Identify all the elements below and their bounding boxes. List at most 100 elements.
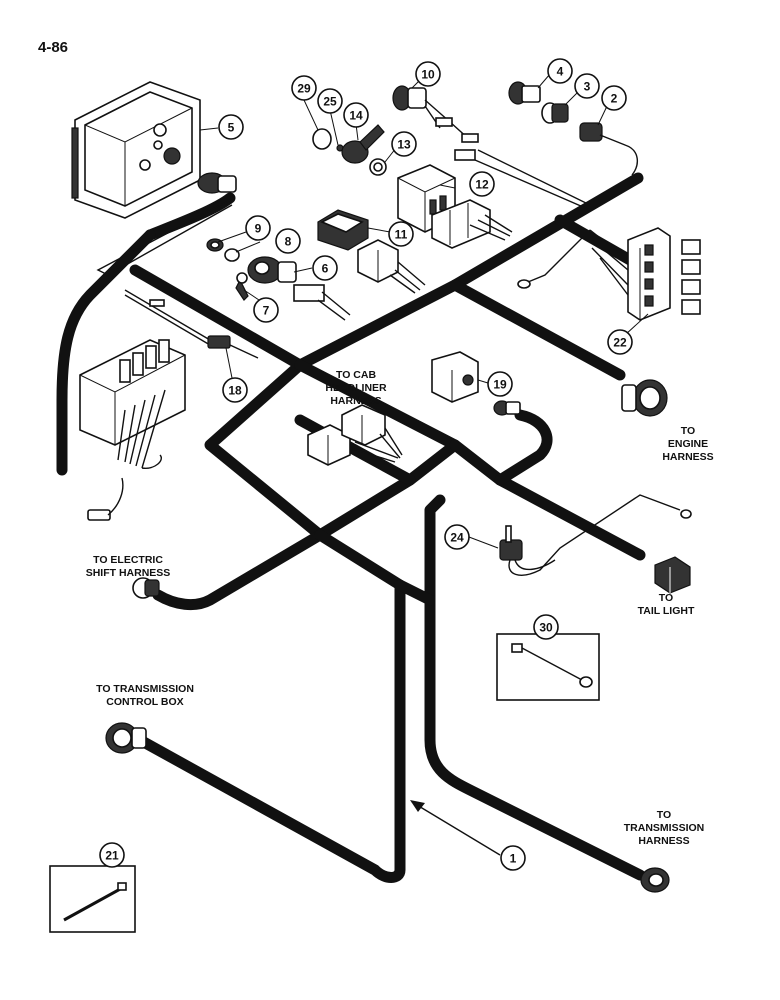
connector-22 [493, 400, 521, 416]
callout-19: 29 [291, 75, 317, 101]
svg-text:30: 30 [539, 621, 553, 635]
svg-text:CONTROL BOX: CONTROL BOX [106, 696, 183, 708]
svg-text:TAIL LIGHT: TAIL LIGHT [638, 605, 695, 617]
svg-text:24: 24 [450, 531, 464, 545]
callouts: 5 2 3 4 10 29 25 14 13 12 11 9 8 6 7 18 … [99, 58, 633, 871]
callout-21: 18 [222, 377, 248, 403]
callout-9: 9 [245, 215, 271, 241]
svg-text:10: 10 [421, 68, 435, 82]
connector-2 [579, 122, 638, 176]
cluster-cable [96, 199, 233, 276]
svg-text:SHIFT HARNESS: SHIFT HARNESS [86, 567, 171, 579]
svg-text:HEADLINER: HEADLINER [325, 382, 387, 394]
svg-text:22: 22 [613, 336, 627, 350]
callout-4: 4 [547, 58, 573, 84]
callout-18: 25 [317, 88, 343, 114]
label-electric-shift: TO ELECTRIC SHIFT HARNESS [86, 554, 171, 579]
label-transmission-harness: TO TRANSMISSION HARNESS [624, 809, 705, 847]
callout-1: 1 [500, 845, 526, 871]
transmission-control-connector [105, 722, 147, 754]
svg-text:HARNESS: HARNESS [638, 835, 689, 847]
svg-text:TO TRANSMISSION: TO TRANSMISSION [96, 683, 194, 695]
lamp-socket-10 [392, 85, 479, 161]
ignition-switch-6 [247, 256, 351, 321]
svg-text:6: 6 [322, 262, 329, 276]
callout-10: 10 [415, 61, 441, 87]
svg-text:13: 13 [397, 138, 411, 152]
svg-text:18: 18 [228, 384, 242, 398]
fuse-block [79, 339, 186, 469]
callout-12: 12 [469, 171, 495, 197]
key-7 [235, 272, 249, 301]
callout-3: 3 [574, 73, 600, 99]
svg-text:TO: TO [657, 809, 671, 821]
toggle-switch-29 [499, 494, 692, 576]
svg-text:TO: TO [681, 425, 695, 437]
svg-text:TRANSMISSION: TRANSMISSION [624, 822, 705, 834]
callout-25: 22 [607, 329, 633, 355]
leads-to-trunk [474, 149, 591, 211]
callout-13: 13 [391, 131, 417, 157]
svg-text:2: 2 [611, 92, 618, 106]
cable-tie-box-24 [49, 865, 136, 933]
electric-shift-connector [132, 577, 160, 599]
connector-block-12 [431, 199, 513, 249]
svg-text:7: 7 [263, 304, 270, 318]
svg-text:21: 21 [105, 849, 119, 863]
svg-text:5: 5 [228, 121, 235, 135]
cluster-connector [197, 172, 237, 194]
instrument-cluster-5 [71, 81, 201, 219]
svg-text:ENGINE: ENGINE [668, 438, 708, 450]
callout-29: 24 [444, 524, 470, 550]
relay-panel-25 [589, 227, 701, 321]
callout-7: 7 [253, 297, 279, 323]
buzzer-22 [431, 351, 479, 403]
ground-terminal [517, 279, 531, 289]
svg-text:HARNESS: HARNESS [662, 451, 713, 463]
svg-text:25: 25 [323, 95, 337, 109]
main-harness [56, 172, 646, 883]
svg-text:TO ELECTRIC: TO ELECTRIC [93, 554, 163, 566]
knob-14 [341, 124, 385, 164]
label-cab-headliner: TO CAB HEADLINER HARNESS [325, 369, 387, 407]
svg-text:19: 19 [493, 378, 507, 392]
svg-text:TO CAB: TO CAB [336, 369, 376, 381]
engine-connector [621, 379, 668, 417]
transmission-harness-connector [640, 867, 670, 893]
spade-plug [87, 477, 124, 521]
harness-arrow-1 [410, 800, 501, 856]
cab-headliner-connectors [307, 404, 403, 466]
label-tail-light: TO TAIL LIGHT [638, 592, 695, 617]
svg-text:1: 1 [510, 852, 517, 866]
sender-21 [124, 289, 259, 359]
nut-13 [369, 158, 387, 176]
label-transmission-control: TO TRANSMISSION CONTROL BOX [96, 683, 194, 708]
svg-text:8: 8 [285, 235, 292, 249]
page-number: 4-86 [38, 39, 68, 56]
ring-8 [224, 248, 240, 262]
callout-5: 5 [218, 114, 244, 140]
svg-text:4: 4 [557, 65, 564, 79]
sender-4 [508, 81, 541, 105]
connector-11 [357, 239, 426, 294]
callout-8: 8 [275, 228, 301, 254]
plug-3 [541, 102, 569, 124]
label-engine-harness: TO ENGINE HARNESS [662, 425, 713, 463]
callout-14: 14 [343, 102, 369, 128]
tail-light-connector [654, 556, 691, 594]
callout-24: 21 [99, 842, 125, 868]
callout-6: 6 [312, 255, 338, 281]
svg-text:11: 11 [395, 228, 408, 242]
lens-19 [312, 128, 332, 150]
callout-2: 2 [601, 85, 627, 111]
ground-strap-box-30 [496, 633, 600, 701]
callout-11: 11 [388, 221, 414, 247]
svg-text:TO: TO [659, 592, 673, 604]
callout-22: 19 [487, 371, 513, 397]
svg-text:12: 12 [475, 178, 489, 192]
leader-lines [199, 73, 649, 549]
rocker-switch-11 [317, 209, 369, 251]
svg-text:9: 9 [255, 222, 262, 236]
svg-text:14: 14 [349, 109, 363, 123]
